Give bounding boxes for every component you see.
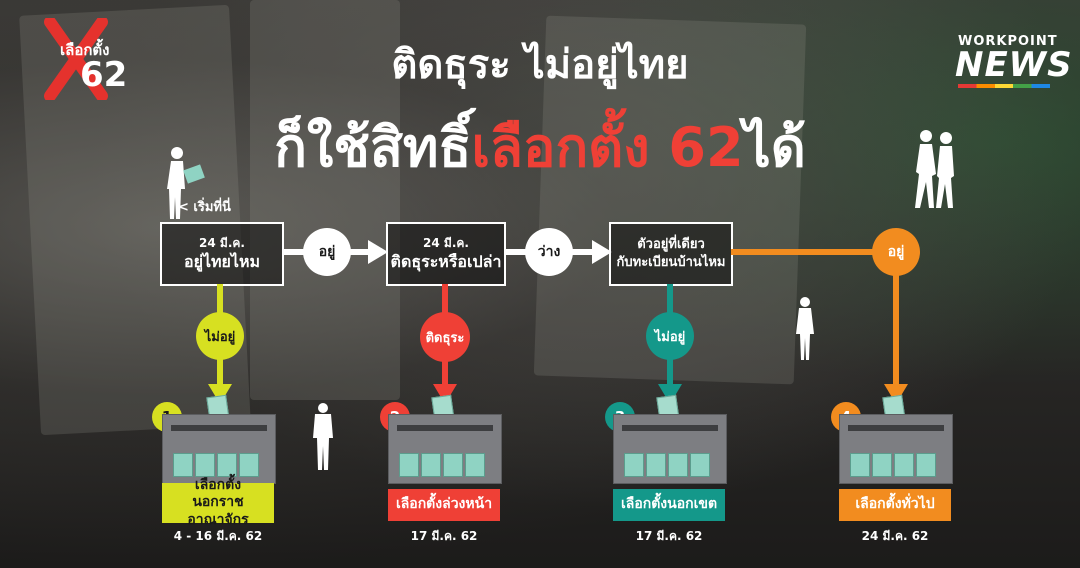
arrow-right-icon: [368, 240, 388, 264]
connector-label-1: อยู่: [303, 228, 351, 276]
question-1-date: 24 มี.ค.: [199, 236, 245, 251]
outcome-date-3: 17 มี.ค. 62: [635, 529, 703, 543]
outcome-label-2: เลือกตั้งล่วงหน้า: [388, 489, 500, 521]
outcome-1-line1: เลือกตั้ง: [194, 476, 242, 493]
question-3-line1: ตัวอยู่ที่เดียว: [637, 237, 705, 253]
person-holding-ballot-icon: [167, 147, 205, 219]
question-box-3: ตัวอยู่ที่เดียว กับทะเบียนบ้านไหม: [609, 222, 733, 286]
outcome-1-line2: นอกราชอาณาจักร: [187, 494, 249, 528]
brand-big: NEWS: [955, 45, 1073, 85]
branch-label-3: ไม่อยู่: [646, 312, 694, 360]
walking-couple-icon: [915, 130, 954, 208]
outcome-label-1: เลือกตั้ง นอกราชอาณาจักร: [162, 477, 274, 528]
branch-label-1: ไม่อยู่: [196, 312, 244, 360]
outcome-4-line1: เลือกตั้งทั่วไป: [855, 496, 935, 513]
arrow-down-icon: [208, 384, 232, 404]
outcome-date-2: 17 มี.ค. 62: [410, 529, 478, 543]
arrow-right-icon: [592, 240, 612, 264]
ballot-box-icon: [162, 414, 276, 484]
connector-line-3: [731, 249, 899, 255]
brand-color-bar: [958, 84, 1050, 88]
outcome-3-line1: เลือกตั้งนอกเขต: [620, 496, 718, 513]
election-logo: เลือกตั้ง 62: [40, 16, 132, 102]
arrow-down-icon: [658, 384, 682, 404]
ballot-box-icon: [839, 414, 953, 484]
man-silhouette-icon: [313, 403, 333, 470]
title-suffix: ได้: [743, 116, 806, 179]
connector-label-3: อยู่: [872, 228, 920, 276]
outcome-label-3: เลือกตั้งนอกเขต: [613, 489, 725, 521]
title-prefix: ก็ใช้สิทธิ์: [274, 116, 472, 179]
red-x-icon: [44, 16, 108, 102]
start-label: < เริ่มที่นี่: [178, 200, 231, 215]
ballot-box-icon: [388, 414, 502, 484]
outcome-date-1: 4 - 16 มี.ค. 62: [173, 529, 263, 543]
title-line2: ก็ใช้สิทธิ์เลือกตั้ง 62ได้: [0, 104, 1080, 190]
arrow-down-icon: [433, 384, 457, 404]
outcome-label-4: เลือกตั้งทั่วไป: [839, 489, 951, 521]
brand-small: WORKPOINT: [958, 34, 1058, 49]
logo-number: 62: [80, 55, 128, 95]
outcome-date-4: 24 มี.ค. 62: [861, 529, 929, 543]
question-3-line2: กับทะเบียนบ้านไหม: [616, 255, 726, 270]
outcome-2-line1: เลือกตั้งล่วงหน้า: [395, 496, 493, 513]
ballot-box-icon: [613, 414, 727, 484]
title-line1: ติดธุระ ไม่อยู่ไทย: [391, 42, 689, 88]
question-box-1: 24 มี.ค. อยู่ไทยไหม: [160, 222, 284, 286]
branch-line-4: [893, 249, 899, 387]
branch-label-2: ติดธุระ: [420, 312, 470, 362]
question-2-date: 24 มี.ค.: [423, 236, 469, 251]
woman-silhouette-icon: [796, 297, 814, 360]
background-paper: [250, 0, 400, 400]
arrow-down-icon: [884, 384, 908, 404]
title-highlight: เลือกตั้ง 62: [471, 116, 744, 179]
connector-label-2: ว่าง: [525, 228, 573, 276]
question-box-2: 24 มี.ค. ติดธุระหรือเปล่า: [386, 222, 506, 286]
question-2-text: ติดธุระหรือเปล่า: [390, 252, 502, 272]
question-1-text: อยู่ไทยไหม: [183, 252, 261, 272]
logo-text: เลือกตั้ง: [60, 41, 110, 59]
